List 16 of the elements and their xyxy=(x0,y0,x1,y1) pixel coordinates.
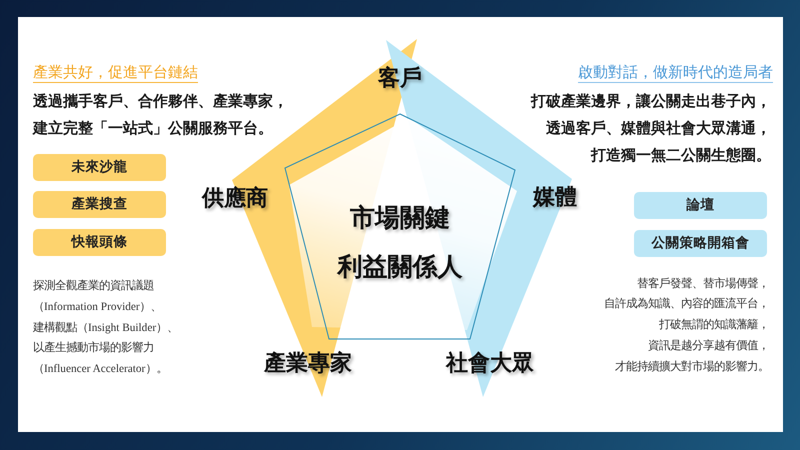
vertex-label: 產業專家 xyxy=(264,351,352,377)
note-text: 探測全觀產業的資訊議題（Information Provider）、建構觀點（Insight Builder）、以產生撼動市場的影響力（Influencer Accelerator）。 xyxy=(33,278,180,378)
intro-text: 打破產業邊界，讓公關走出巷子內，透過客戶、媒體與社會大眾溝通，打造獨一無二公關生態圈。 xyxy=(530,92,771,166)
pill-tag: 論壇 xyxy=(634,192,767,219)
pill-tag: 產業搜查 xyxy=(33,191,166,218)
pill-tag: 未來沙龍 xyxy=(33,154,166,181)
section-heading: 產業共好，促進平台鏈結 xyxy=(33,63,198,83)
note-text: 替客戶發聲、替市場傳聲，自許成為知識、內容的匯流平台，打破無謂的知識藩籬，資訊是越分享越有價值，才能持續擴大對市場的影響力。 xyxy=(603,276,769,375)
pill-tag: 公關策略開箱會 xyxy=(634,230,767,257)
vertex-label: 社會大眾 xyxy=(446,351,534,377)
center-text: 利益關係人 xyxy=(338,252,462,282)
pill-tag: 快報頭條 xyxy=(33,229,166,256)
center-text: 市場關鍵 xyxy=(350,203,450,233)
vertex-label: 媒體 xyxy=(533,185,577,211)
intro-text: 透過攜手客戶、合作夥伴、產業專家，建立完整「一站式」公關服務平台。 xyxy=(33,92,289,138)
section-heading: 啟動對話，做新時代的造局者 xyxy=(578,63,773,83)
